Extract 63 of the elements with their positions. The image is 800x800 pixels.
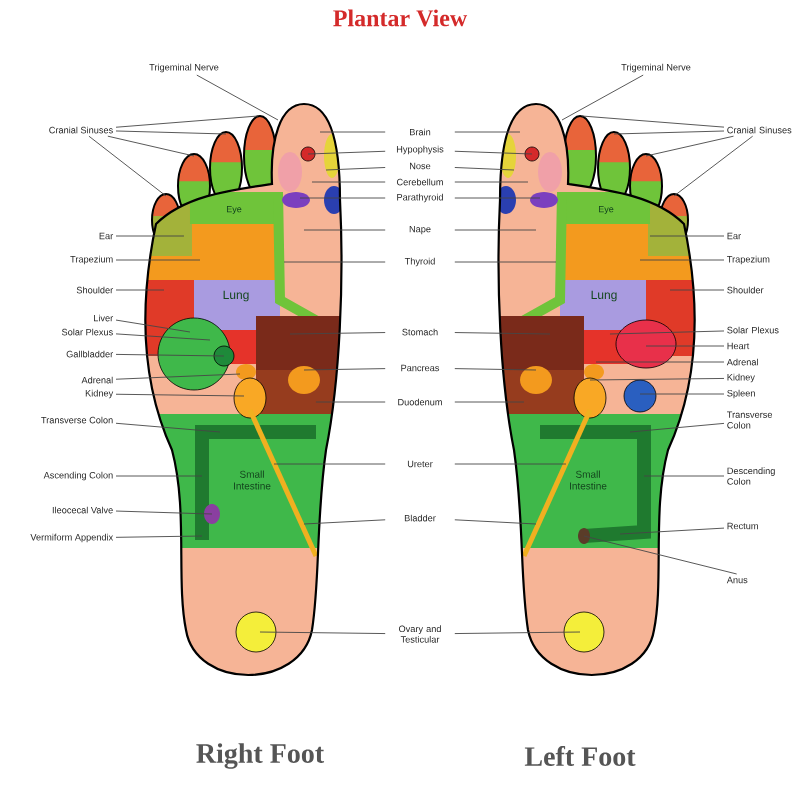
leader-line — [454, 229, 537, 231]
leader-line — [454, 463, 567, 465]
leader-line — [581, 115, 725, 128]
leader-line — [645, 135, 734, 157]
leader-line — [454, 197, 541, 199]
leader-line — [595, 361, 725, 363]
leader-line — [669, 289, 725, 291]
leader-line — [115, 510, 213, 515]
leader-line — [639, 259, 725, 261]
leader-line — [454, 631, 581, 635]
leader-line — [196, 74, 279, 121]
leader-line — [561, 74, 644, 121]
leader-line — [303, 519, 386, 525]
leader-line — [311, 181, 386, 183]
leader-line — [454, 261, 557, 263]
leader-line — [115, 373, 241, 380]
leader-line — [454, 332, 551, 335]
leader-line — [589, 378, 725, 381]
leader-line — [454, 368, 537, 371]
leader-line — [259, 631, 386, 635]
leader-line — [639, 393, 725, 395]
leader-line — [454, 131, 521, 133]
leader-line — [325, 167, 386, 171]
leader-line — [283, 261, 386, 263]
leader-line — [643, 475, 725, 477]
leader-line — [115, 475, 203, 477]
leader-line — [454, 167, 515, 171]
leader-line — [613, 130, 725, 135]
leader-line — [454, 401, 525, 403]
leader-line — [115, 393, 245, 397]
leader-line — [115, 235, 185, 237]
leader-line — [609, 330, 725, 335]
leader-line — [619, 527, 725, 535]
leader-line — [645, 345, 725, 347]
leader-line — [115, 535, 203, 538]
leader-line — [115, 115, 259, 128]
leader-line — [115, 130, 227, 135]
leader-line — [88, 135, 167, 197]
leader-line — [454, 519, 537, 525]
leader-line — [273, 463, 386, 465]
leader-line — [115, 289, 165, 291]
leader-line — [115, 319, 191, 333]
foot-caption: Right Foot — [196, 743, 325, 769]
leader-line — [107, 135, 195, 157]
leader-line — [299, 197, 386, 199]
leader-line — [649, 235, 725, 237]
leader-line — [319, 131, 386, 133]
leader-line — [315, 401, 386, 403]
leader-line — [454, 181, 529, 183]
leader-line — [583, 535, 738, 575]
leader-line — [673, 135, 754, 197]
leader-line — [307, 150, 386, 155]
leader-line — [303, 368, 386, 371]
leader-line — [303, 229, 386, 231]
leader-line — [115, 422, 221, 433]
title: Plantar View — [333, 9, 468, 27]
leader-line — [454, 150, 533, 155]
leader-line — [289, 332, 386, 335]
leader-line — [115, 259, 201, 261]
leader-line — [115, 353, 225, 357]
leader-line — [629, 422, 725, 433]
foot-caption: Left Foot — [524, 746, 636, 766]
leader-line — [115, 333, 211, 341]
